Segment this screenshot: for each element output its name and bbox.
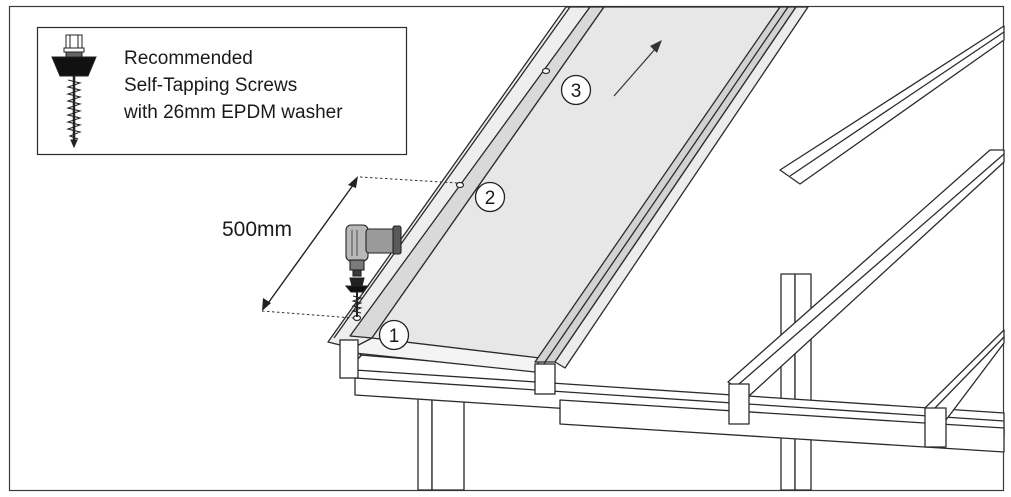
step-marker-1: 1: [378, 319, 410, 351]
rafter-2: [727, 149, 1005, 425]
step-marker-2: 2: [474, 181, 506, 213]
right-purlin-block: [534, 363, 556, 395]
step-number-2: 2: [485, 188, 496, 209]
rear-post: [780, 273, 812, 491]
screw-legend: Recommended Self-Tapping Screws with 26m…: [36, 26, 408, 156]
legend-line-3: with 26mm EPDM washer: [123, 102, 343, 123]
support-structure: [354, 25, 1005, 491]
legend-line-1: Recommended: [124, 48, 253, 69]
step-marker-3: 3: [560, 74, 592, 106]
sheet-right-flange: [554, 6, 809, 369]
screw-hole-2: [455, 181, 465, 189]
lower-beam: [559, 399, 1005, 453]
purlin-blocks: [339, 339, 556, 395]
rafter-4: [779, 25, 1005, 185]
step-number-3: 3: [571, 81, 582, 102]
dimension-label: 500mm: [222, 218, 292, 241]
screw-hole-3: [541, 67, 551, 75]
front-post: [417, 396, 465, 491]
left-purlin-block: [339, 339, 359, 379]
rafter-3: [924, 329, 1005, 448]
self-tapping-screw-icon: [51, 34, 97, 149]
legend-line-2: Self-Tapping Screws: [124, 75, 297, 96]
roof-sheet: [327, 6, 809, 373]
step-number-1: 1: [389, 326, 400, 347]
direction-arrow-icon: [613, 40, 662, 97]
frame-border: [8, 5, 1005, 492]
power-drill-icon: [344, 224, 402, 317]
dimension-500mm: 500mm: [222, 176, 459, 319]
